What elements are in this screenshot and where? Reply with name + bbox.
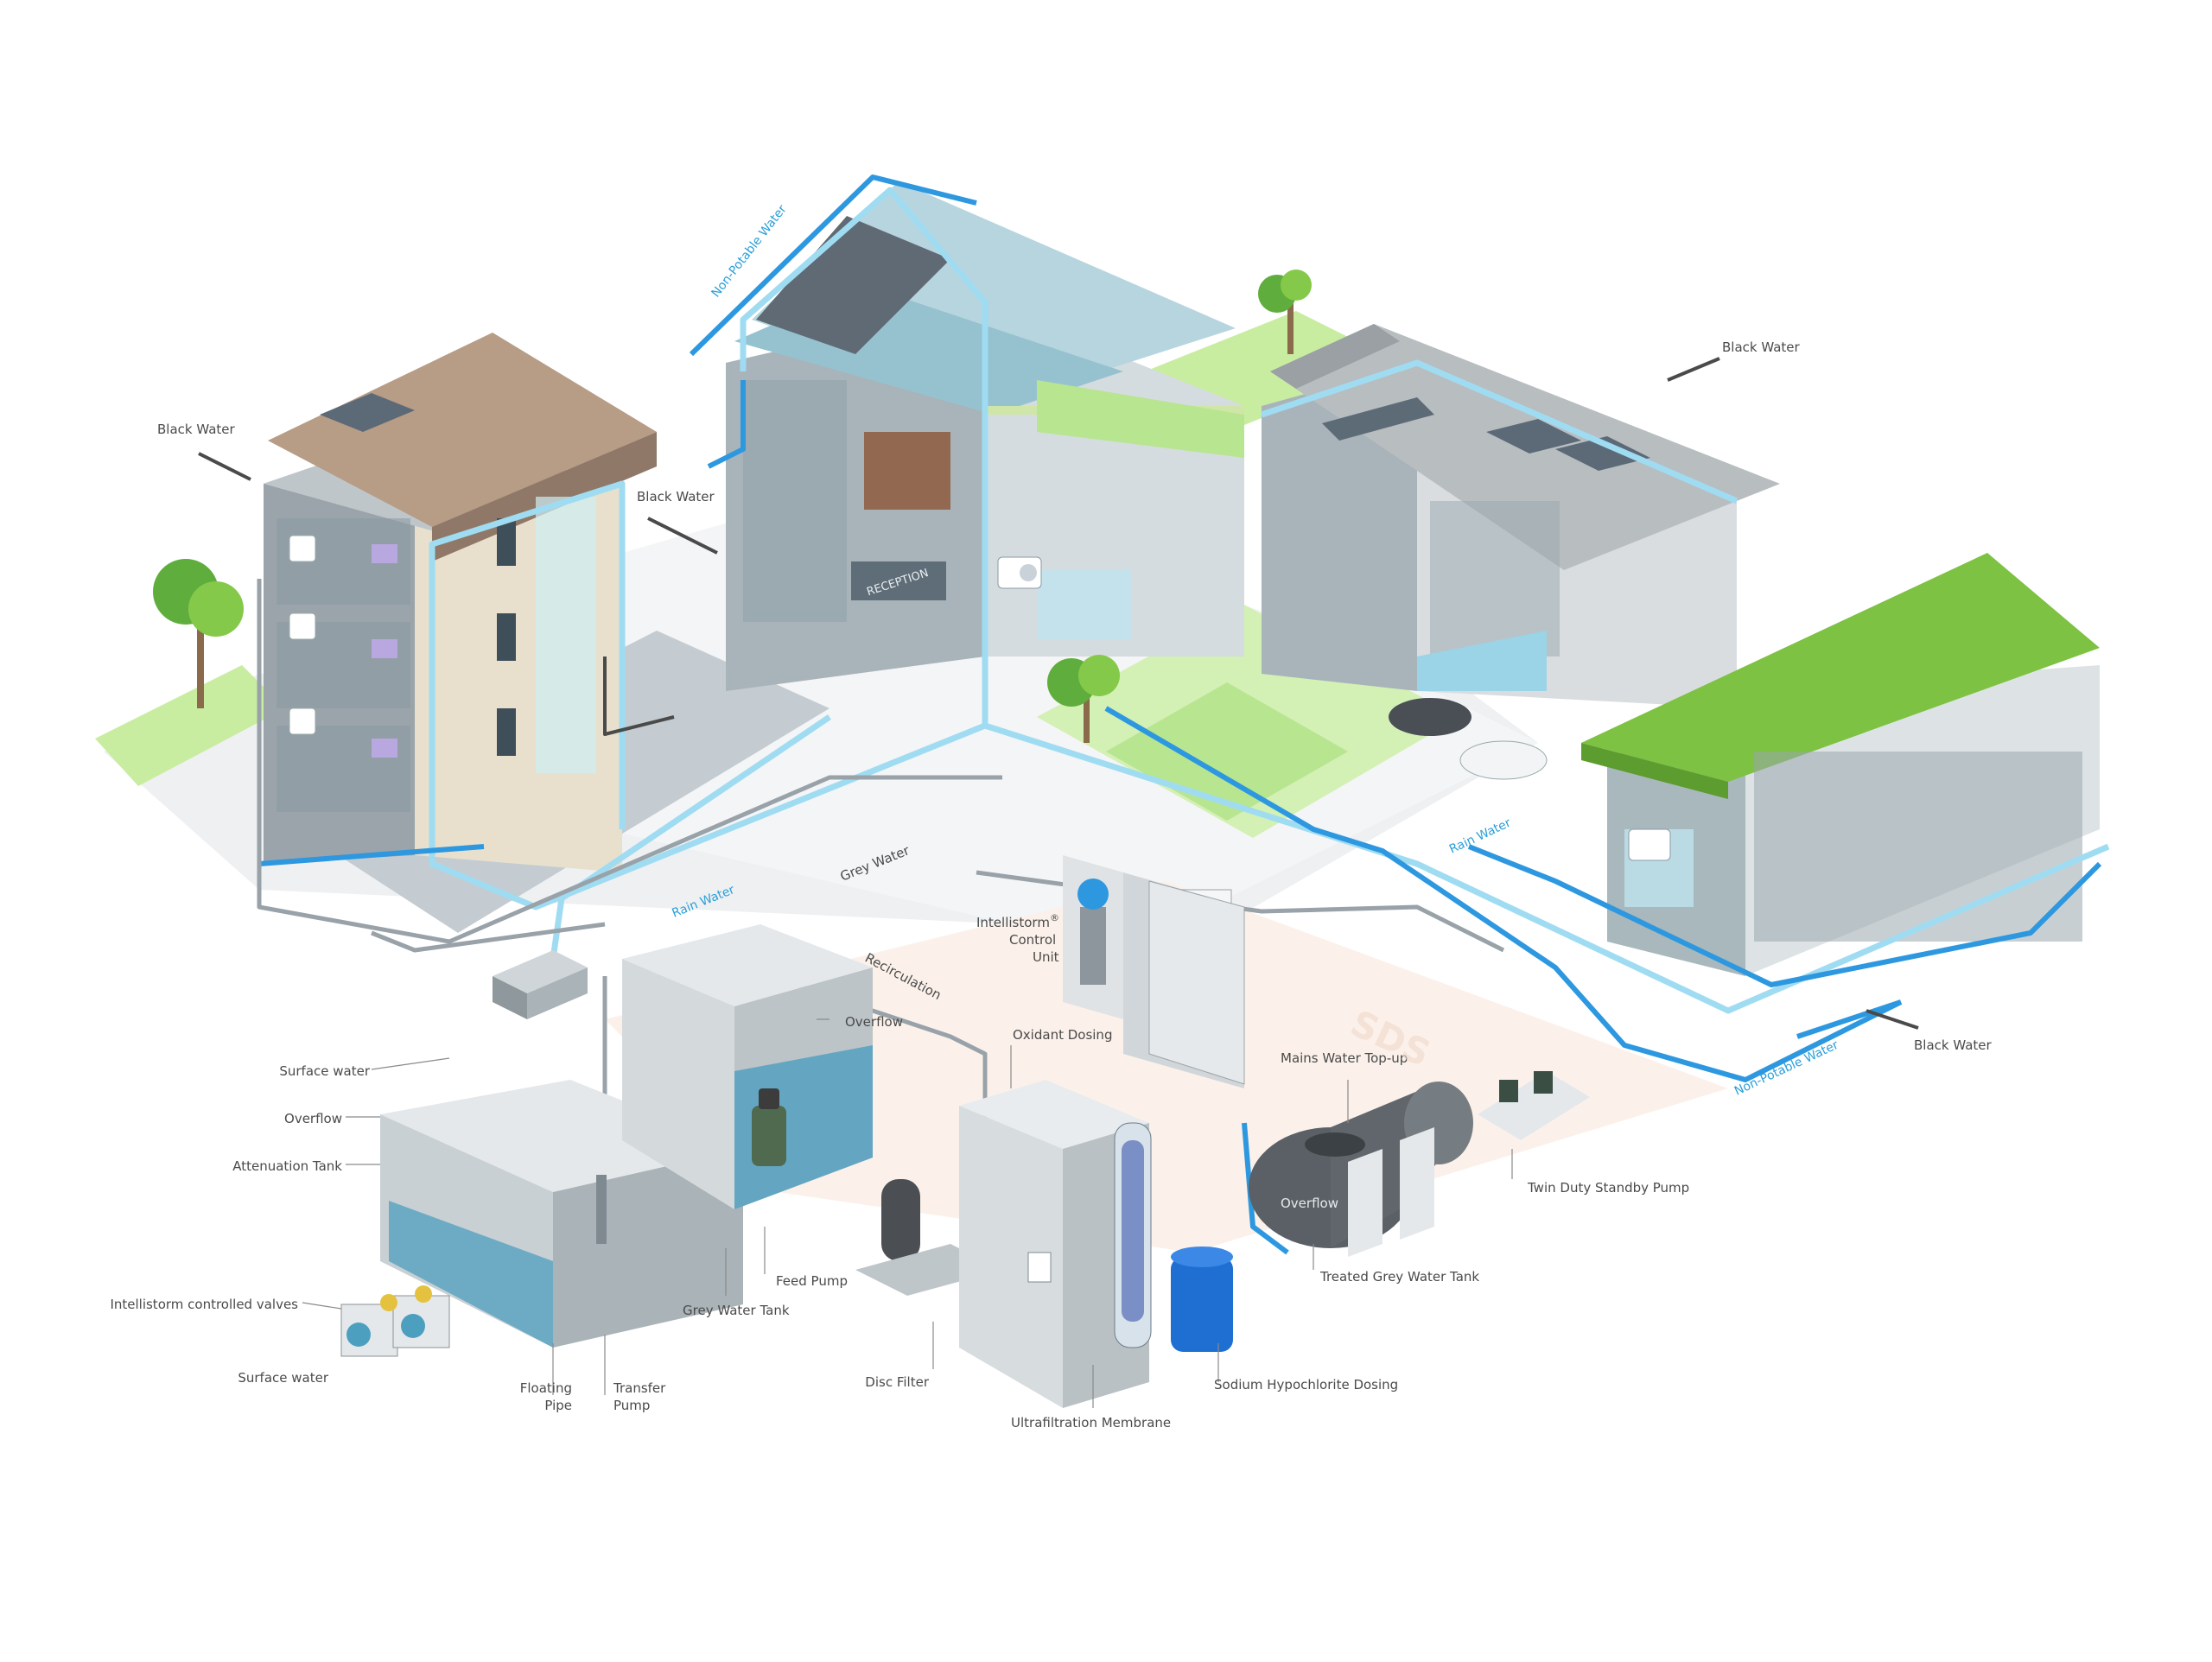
feed-pump-label: Feed Pump	[776, 1273, 848, 1289]
sodium-hypochlorite-tank	[1171, 1246, 1233, 1352]
tree-icon	[1258, 270, 1312, 354]
transfer-pump-label: Transfer	[613, 1380, 666, 1396]
control-unit-label: Unit	[1033, 949, 1059, 965]
tree-icon	[1047, 655, 1120, 743]
non-potable-water-label: Non-Potable Water	[1732, 1038, 1840, 1099]
control-unit-label: Intellistorm®	[976, 912, 1059, 930]
black-water-label: Black Water	[157, 422, 236, 437]
grey-water-tank	[622, 924, 873, 1209]
attenuation-tank-label: Attenuation Tank	[232, 1158, 342, 1174]
leader-lines	[302, 1018, 1513, 1408]
tree-icon	[153, 559, 244, 708]
office-building: RECEPTION	[726, 181, 1244, 691]
ultrafiltration-membrane	[1114, 1122, 1152, 1348]
floating-pipe-label: Pipe	[544, 1398, 572, 1413]
overflow-label: Overflow	[284, 1111, 342, 1126]
wifi-icon	[1077, 879, 1109, 910]
transfer-pump-label: Pump	[613, 1398, 650, 1413]
controlled-valves-label: Intellistorm controlled valves	[110, 1297, 298, 1312]
treated-grey-water-tank	[1249, 1082, 1473, 1257]
inlet-pump	[493, 950, 588, 1019]
component-labels: Surface water Overflow Attenuation Tank …	[110, 912, 1689, 1430]
twin-pump-label: Twin Duty Standby Pump	[1527, 1180, 1689, 1196]
gym-building	[1262, 324, 1780, 708]
treated-grey-water-tank-label: Treated Grey Water Tank	[1319, 1269, 1479, 1285]
black-water-label: Black Water	[1914, 1037, 1993, 1053]
mains-water-label: Mains Water Top-up	[1281, 1050, 1408, 1066]
overflow-label: Overflow	[1281, 1196, 1338, 1211]
door-icon	[1148, 880, 1245, 1085]
apartment-building	[264, 333, 657, 872]
control-unit-label: Control	[1009, 932, 1056, 948]
grey-water-tank-label: Grey Water Tank	[683, 1303, 790, 1318]
pipe-network	[198, 174, 2110, 1255]
cinema-building	[1581, 553, 2100, 976]
floating-pipe-label: Floating	[520, 1380, 572, 1396]
car-icon	[1389, 698, 1548, 780]
valve-icon	[340, 1285, 450, 1357]
overflow-label: Overflow	[845, 1014, 903, 1030]
sodium-hypochlorite-label: Sodium Hypochlorite Dosing	[1214, 1377, 1398, 1392]
black-water-label: Black Water	[1722, 339, 1801, 355]
surface-water-label: Surface water	[279, 1063, 370, 1079]
fan-icon	[1020, 564, 1037, 581]
ultrafiltration-membrane-label: Ultrafiltration Membrane	[1011, 1415, 1171, 1430]
oxidant-dosing-label: Oxidant Dosing	[1013, 1027, 1112, 1043]
twin-duty-pump	[1478, 1071, 1590, 1140]
attenuation-tank	[380, 1080, 743, 1348]
black-water-label: Black Water	[637, 489, 715, 504]
surface-water-label: Surface water	[238, 1370, 328, 1386]
disc-filter-label: Disc Filter	[865, 1374, 930, 1390]
